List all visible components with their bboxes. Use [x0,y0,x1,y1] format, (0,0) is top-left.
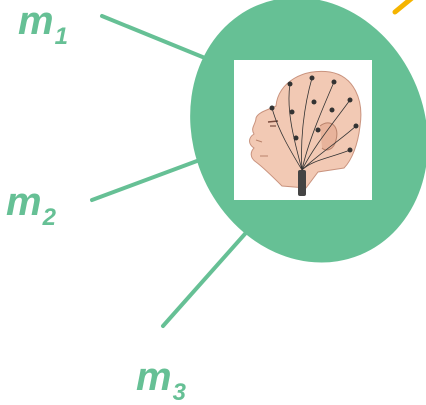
label-m3: m3 [136,357,186,397]
label-m3-subscript: 3 [173,379,186,405]
label-m2-subscript: 2 [43,204,56,231]
label-m1-base: m [18,0,54,43]
label-m2: m2 [6,182,56,222]
label-m2-base: m [6,180,42,224]
label-m1: m1 [18,1,68,41]
edge-m1 [102,16,205,58]
eeg-electrode-cap-head-icon [234,60,372,200]
arrow-partial [395,0,412,12]
edge-m2 [92,158,205,200]
edge-m3 [163,226,252,326]
label-m1-subscript: 1 [55,23,68,50]
label-m3-base: m [136,355,172,399]
